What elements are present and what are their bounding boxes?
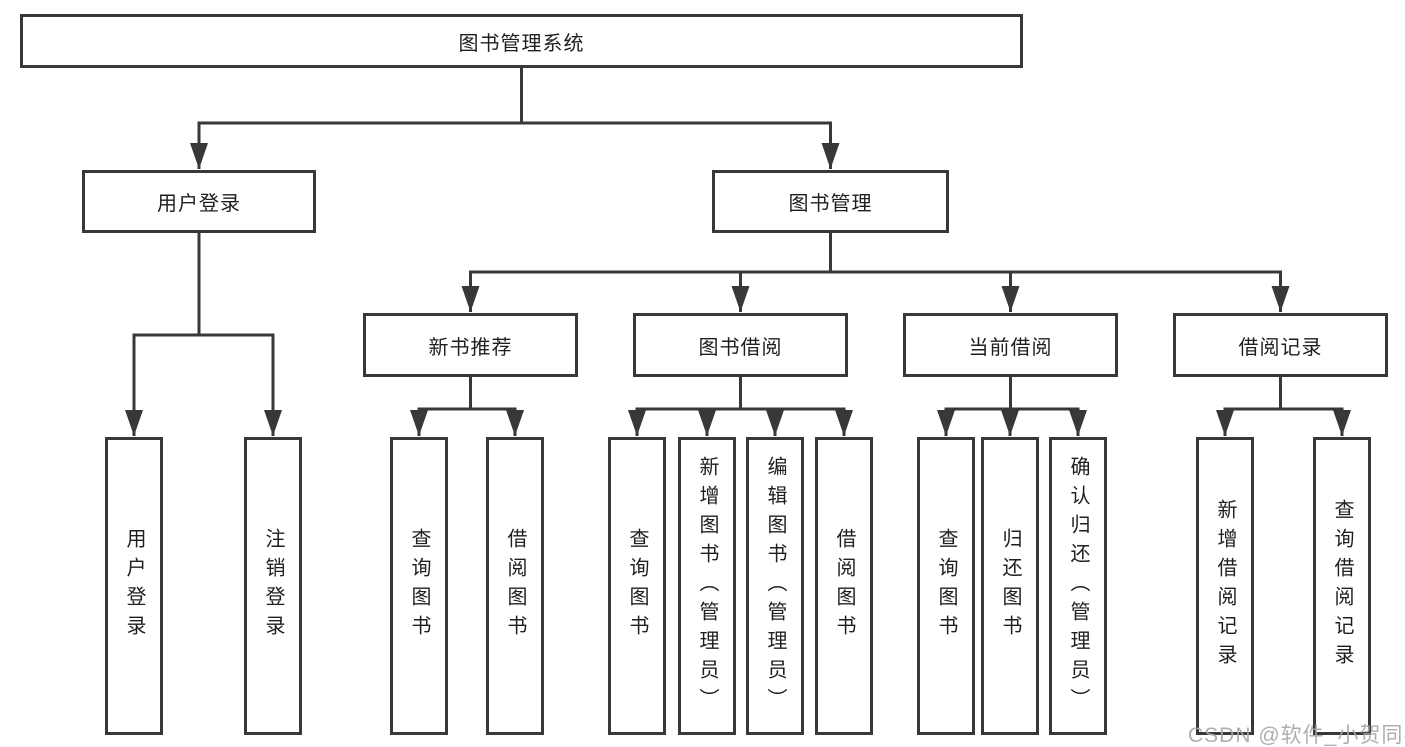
node-new-book-recommend: 新书推荐 bbox=[363, 313, 578, 377]
leaf-borrowing-add-book-admin: 新增图书（管理员） bbox=[678, 437, 736, 735]
leaf-recommend-query-books: 查询图书 bbox=[390, 437, 448, 735]
leaf-recommend-borrow-books: 借阅图书 bbox=[486, 437, 544, 735]
leaf-user-login: 用户登录 bbox=[105, 437, 163, 735]
leaf-records-query-record: 查询借阅记录 bbox=[1313, 437, 1371, 735]
leaf-borrowing-edit-book-admin: 编辑图书（管理员） bbox=[746, 437, 804, 735]
node-root-system: 图书管理系统 bbox=[20, 14, 1023, 68]
node-user-login: 用户登录 bbox=[82, 170, 316, 233]
node-book-management: 图书管理 bbox=[712, 170, 949, 233]
leaf-logout: 注销登录 bbox=[244, 437, 302, 735]
leaf-borrowing-query-books: 查询图书 bbox=[608, 437, 666, 735]
leaf-current-confirm-return-admin: 确认归还（管理员） bbox=[1049, 437, 1107, 735]
csdn-watermark: CSDN @软件_小贺同学 bbox=[1188, 724, 1405, 747]
leaf-records-add-record: 新增借阅记录 bbox=[1196, 437, 1254, 735]
node-current-borrowing: 当前借阅 bbox=[903, 313, 1118, 377]
node-book-borrowing: 图书借阅 bbox=[633, 313, 848, 377]
leaf-current-query-books: 查询图书 bbox=[917, 437, 975, 735]
leaf-borrowing-borrow-books: 借阅图书 bbox=[815, 437, 873, 735]
leaf-current-return-books: 归还图书 bbox=[981, 437, 1039, 735]
node-borrowing-records: 借阅记录 bbox=[1173, 313, 1388, 377]
